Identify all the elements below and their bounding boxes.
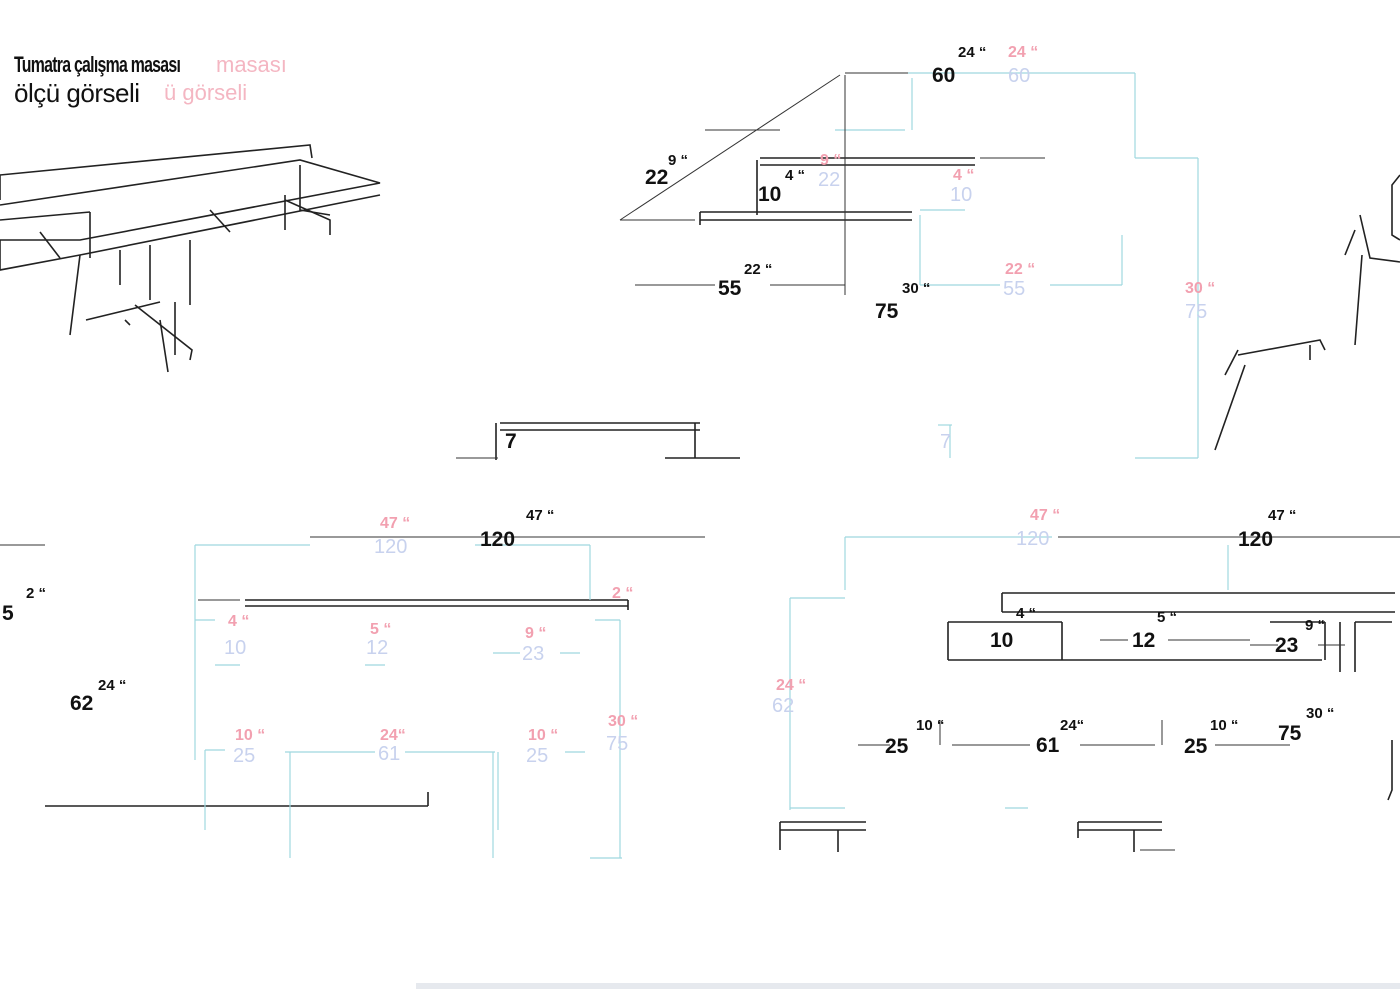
rear-shelf-h-in-dark: 4 “: [1016, 605, 1036, 622]
rear-shelf-w-in-dark: 9 “: [1305, 617, 1325, 634]
product-subtitle: ölçü görseli: [14, 78, 140, 108]
side-shelf-h-in: 4 “: [953, 167, 974, 184]
side-width-cm: 60: [1008, 65, 1030, 87]
rear-view-edge: [1387, 740, 1393, 801]
rear-leg-right-cm-dark: 25: [1184, 735, 1208, 758]
rear-knee-cm: 62: [772, 695, 794, 717]
side-shelf-depth-in-dark: 9 “: [668, 152, 688, 169]
rear-knee-in: 24 “: [776, 677, 806, 694]
rear-mid-gap-cm-dark: 12: [1132, 629, 1155, 652]
front-top-thickness-in-dark: 2 “: [26, 585, 46, 602]
bottom-strip: [416, 983, 1400, 989]
rear-mid-gap-in-dark: 5 “: [1157, 609, 1177, 626]
side-leg-depth-cm: 55: [1003, 278, 1025, 300]
side-foot-cm: 7: [940, 431, 951, 453]
front-shelf-h-cm: 10: [224, 637, 246, 659]
side-height-cm-dark: 75: [875, 300, 899, 323]
title-ghost-line2: ü görseli: [164, 80, 248, 105]
side-height-cm: 75: [1185, 301, 1207, 323]
product-title: Tumatra çalışma masası: [14, 52, 181, 77]
front-leg-right-in: 10 “: [528, 727, 558, 744]
front-leg-right-cm: 25: [526, 745, 548, 767]
rear-leg-left-cm-dark: 25: [885, 735, 909, 758]
front-top-thickness-cm-dark: 5: [2, 602, 14, 625]
rear-width-cm-dark: 120: [1238, 528, 1273, 551]
side-width-in: 24 “: [1008, 44, 1038, 61]
front-leg-mid-in: 24“: [380, 727, 406, 744]
side-shelf-depth-cm-dark: 22: [645, 166, 668, 189]
front-width-in: 47 “: [380, 515, 410, 532]
title-ghost-line1: masası: [216, 52, 287, 77]
front-width-cm: 120: [374, 536, 407, 558]
front-knee-cm-dark: 62: [70, 692, 93, 715]
front-shelf-h-in: 4 “: [228, 613, 249, 630]
side-width-in-dark: 24 “: [958, 44, 986, 61]
rear-height-in-dark: 30 “: [1306, 705, 1334, 722]
front-leg-mid-cm: 61: [378, 743, 400, 765]
side-shelf-h-in-dark: 4 “: [785, 167, 805, 184]
rear-width-cm: 120: [1016, 528, 1049, 550]
side-shelf-depth-in: 9 “: [820, 152, 841, 169]
perspective-view: [0, 144, 381, 373]
front-mid-gap-cm: 12: [366, 637, 388, 659]
side-leg-depth-in-dark: 22 “: [744, 261, 772, 278]
front-mid-gap-in: 5 “: [370, 621, 391, 638]
side-view: 24 “ 60 24 “ 60 9 “ 22 9 “ 22 4 “ 10 4 “…: [456, 44, 1215, 460]
front-knee-in-dark: 24 “: [98, 677, 126, 694]
front-leg-left-in: 10 “: [235, 727, 265, 744]
front-height-in: 30 “: [608, 713, 638, 730]
front-height-cm: 75: [606, 733, 628, 755]
rear-leg-mid-cm-dark: 61: [1036, 734, 1060, 757]
rear-leg-mid-in-dark: 24“: [1060, 717, 1084, 734]
rear-view: 47 “ 120 47 “ 120 4 “ 10 5 “ 12 9 “ 23 2…: [772, 507, 1400, 852]
side-height-in-dark: 30 “: [902, 280, 930, 297]
side-foot-cm-dark: 7: [505, 430, 517, 453]
rear-leg-right-in-dark: 10 “: [1210, 717, 1238, 734]
front-shelf-w-cm: 23: [522, 643, 544, 665]
front-view: 47 “ 120 47 “ 120 2 “ 2 “ 5 4 “ 10 5 “ 1…: [0, 507, 705, 859]
front-shelf-w-in: 9 “: [525, 625, 546, 642]
rear-width-in-dark: 47 “: [1268, 507, 1296, 524]
front-top-thickness-in: 2 “: [612, 585, 633, 602]
side-width-cm-dark: 60: [932, 64, 955, 87]
rear-shelf-h-cm-dark: 10: [990, 629, 1013, 652]
front-leg-left-cm: 25: [233, 745, 255, 767]
side-shelf-h-cm: 10: [950, 184, 972, 206]
front-width-in-dark: 47 “: [526, 507, 554, 524]
side-shelf-depth-cm: 22: [818, 169, 840, 191]
front-width-cm-dark: 120: [480, 528, 515, 551]
perspective-view-right: [1214, 174, 1400, 451]
side-leg-depth-cm-dark: 55: [718, 277, 742, 300]
rear-height-cm-dark: 75: [1278, 722, 1302, 745]
rear-width-in: 47 “: [1030, 507, 1060, 524]
side-height-in: 30 “: [1185, 280, 1215, 297]
rear-shelf-w-cm-dark: 23: [1275, 634, 1298, 657]
rear-leg-left-in-dark: 10 “: [916, 717, 944, 734]
side-shelf-h-cm-dark: 10: [758, 183, 781, 206]
side-leg-depth-in: 22 “: [1005, 261, 1035, 278]
